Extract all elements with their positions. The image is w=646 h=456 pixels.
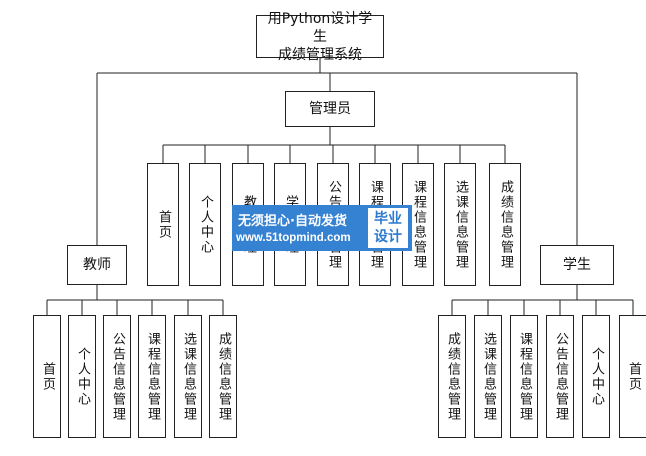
teacher-child-selection-mgmt: 选课信息管理 bbox=[174, 315, 202, 438]
root-title-line2: 成绩管理系统 bbox=[278, 46, 362, 63]
student-child-profile: 个人中心 bbox=[582, 315, 610, 438]
student-child-notice-mgmt: 公告信息管理 bbox=[546, 315, 574, 438]
admin-child-home: 首页 bbox=[147, 163, 179, 286]
student-child-course-mgmt: 课程信息管理 bbox=[510, 315, 538, 438]
watermark-badge-line2: 设计 bbox=[374, 229, 402, 245]
student-node: 学生 bbox=[540, 245, 614, 285]
root-node: 用Python设计学生 成绩管理系统 bbox=[256, 11, 384, 63]
teacher-node: 教师 bbox=[67, 245, 127, 285]
watermark-url: www.51topmind.com bbox=[236, 232, 351, 244]
teacher-child-profile: 个人中心 bbox=[68, 315, 96, 438]
teacher-child-notice-mgmt: 公告信息管理 bbox=[103, 315, 131, 438]
student-child-selection-mgmt: 选课信息管理 bbox=[474, 315, 502, 438]
admin-child-grade-mgmt: 成绩信息管理 bbox=[489, 163, 521, 286]
watermark-badge-line1: 毕业 bbox=[374, 211, 402, 227]
teacher-child-home: 首页 bbox=[33, 315, 61, 438]
admin-child-selection-mgmt: 选课信息管理 bbox=[444, 163, 476, 286]
watermark-banner: 无须担心·自动发货 www.51topmind.com 毕业 设计 bbox=[232, 205, 412, 251]
teacher-child-grade-mgmt: 成绩信息管理 bbox=[209, 315, 237, 438]
student-child-home: 首页 bbox=[619, 315, 646, 438]
watermark-slogan: 无须担心·自动发货 bbox=[238, 214, 347, 229]
teacher-child-course-mgmt: 课程信息管理 bbox=[138, 315, 166, 438]
admin-child-profile: 个人中心 bbox=[189, 163, 221, 286]
admin-node: 管理员 bbox=[285, 91, 375, 127]
root-title-line1: 用Python设计学生 bbox=[267, 10, 373, 45]
student-child-grade-mgmt: 成绩信息管理 bbox=[438, 315, 466, 438]
watermark-badge: 毕业 设计 bbox=[368, 208, 408, 248]
